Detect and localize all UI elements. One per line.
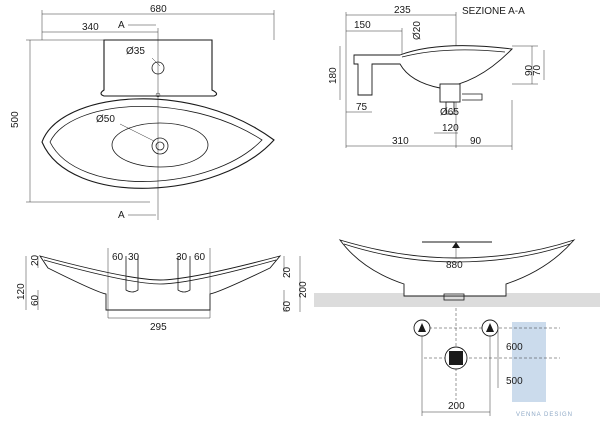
install-view: 880 600 500 200 VENNA DESIGN (314, 239, 600, 418)
dim-drain: Ø50 (96, 114, 115, 125)
dim-310: 310 (392, 136, 409, 147)
accent-strip (512, 322, 546, 402)
slot-right (177, 256, 191, 293)
dim-340: 340 (82, 22, 99, 33)
basin-outline (41, 98, 275, 189)
dim-slot-left-b: 30 (128, 252, 140, 263)
dim-left-bottom: 60 (30, 294, 41, 306)
dim-left-total: 120 (16, 283, 27, 300)
tap-hole-icon (151, 61, 165, 75)
dim-right-top: 20 (282, 266, 293, 278)
dim-880: 880 (446, 260, 463, 271)
section-view: SEZIONE A-A 235 150 Ø20 180 90 70 75 Ø65 (328, 5, 545, 150)
dim-left-top: 20 (30, 254, 41, 266)
dim-slot-right-b: 60 (194, 252, 206, 263)
dim-600: 600 (506, 342, 523, 353)
install-basin (338, 239, 576, 297)
dim-500-install: 500 (506, 376, 523, 387)
dim-680: 680 (150, 4, 167, 15)
dim-180: 180 (328, 67, 339, 84)
front-view: 60 30 30 60 20 120 60 20 200 60 295 (16, 248, 309, 333)
dim-200: 200 (448, 401, 465, 412)
section-profile (353, 45, 513, 96)
basin-back-plate (100, 39, 218, 97)
dim-right-bottom: 60 (282, 300, 293, 312)
dim-295: 295 (150, 322, 167, 333)
dim-tap-hole: Ø35 (126, 46, 145, 57)
dim-slot-right-a: 30 (176, 252, 188, 263)
section-title: SEZIONE A-A (462, 6, 525, 17)
section-marker-bottom: A (118, 210, 125, 221)
front-profile (38, 255, 282, 311)
drain-icon (151, 137, 169, 155)
dim-drain-top: Ø20 (412, 21, 423, 40)
dim-90-right: 90 (524, 64, 535, 76)
dim-drain-bottom: Ø65 (440, 107, 459, 118)
top-view: 680 340 A A 500 Ø35 Ø50 (10, 4, 275, 221)
dim-150: 150 (354, 20, 371, 31)
section-marker-top: A (118, 20, 125, 31)
dim-500: 500 (10, 111, 21, 128)
watermark: VENNA DESIGN (516, 412, 573, 418)
inner-bowl (111, 122, 209, 168)
dim-70-right: 70 (532, 64, 543, 76)
dim-right-total: 200 (298, 281, 309, 298)
dim-120: 120 (442, 123, 459, 134)
dim-90-bottom: 90 (470, 136, 482, 147)
dim-235: 235 (394, 5, 411, 16)
dim-slot-left-a: 60 (112, 252, 124, 263)
drain-pipe (439, 83, 461, 103)
dim-75: 75 (356, 102, 368, 113)
slot-left (125, 256, 139, 293)
